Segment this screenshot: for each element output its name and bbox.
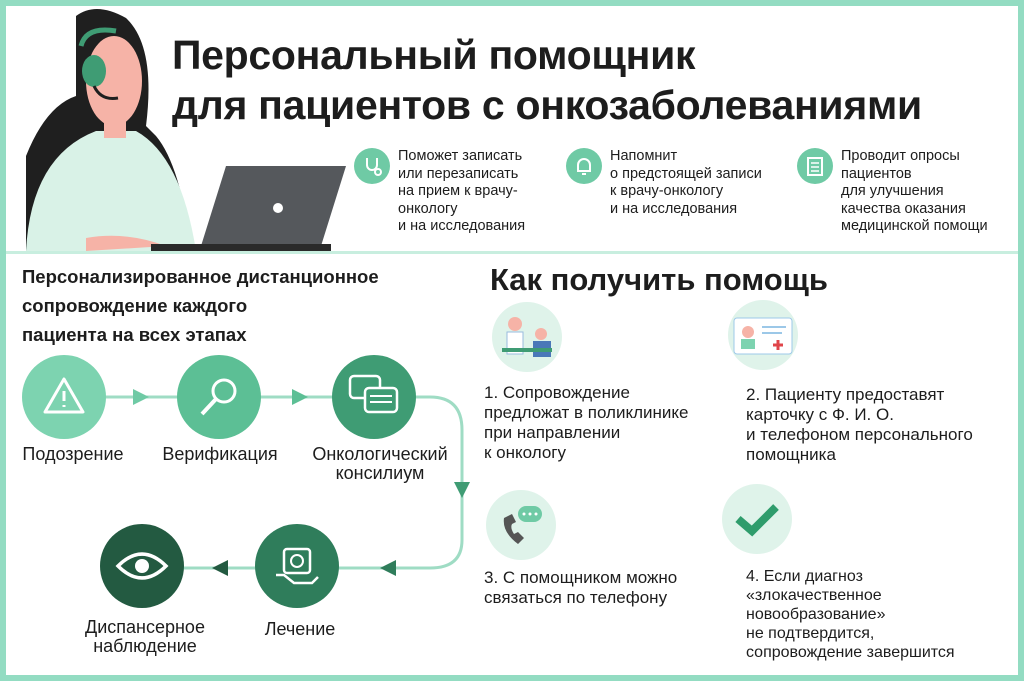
step-suspicion xyxy=(22,355,106,439)
page-title: Персональный помощник для пациентов с он… xyxy=(172,30,922,130)
id-card-icon xyxy=(728,300,798,370)
step-label: Подозрение xyxy=(22,444,124,464)
feature-text: Напомнит о предстоящей записи к врачу-он… xyxy=(610,148,762,217)
howto-step-4: 4. Если диагноз «злокачественное новообр… xyxy=(746,568,955,661)
title-line-2: для пациентов с онкозаболеваниями xyxy=(172,82,922,128)
step-label: Верификация xyxy=(162,444,278,464)
howto-step-2: 2. Пациенту предоставят карточку с Ф. И.… xyxy=(746,385,973,464)
feature-text: Поможет записать или перезаписать на при… xyxy=(398,148,526,234)
checkmark-icon xyxy=(722,484,792,554)
feature-appointment: Поможет записать или перезаписать на при… xyxy=(354,148,525,236)
section-subtitle: Персонализированное дистанционное сопров… xyxy=(22,266,379,345)
feature-reminder: Напомнит о предстоящей записи к врачу-он… xyxy=(566,148,762,218)
section-divider xyxy=(6,251,1018,254)
howto-title: Как получить помощь xyxy=(490,262,828,297)
phone-icon xyxy=(486,490,556,560)
clipboard-icon xyxy=(797,148,833,184)
howto-step-3: 3. С помощником можно связаться по телеф… xyxy=(484,568,678,607)
step-label: Онкологический консилиум xyxy=(312,444,448,483)
flow-connector xyxy=(100,389,470,576)
feature-text: Проводит опросы пациентов для улучшения … xyxy=(841,148,988,234)
step-council xyxy=(332,355,416,439)
step-observation xyxy=(100,524,184,608)
feature-surveys: Проводит опросы пациентов для улучшения … xyxy=(797,148,988,236)
howto-step-1: 1. Сопровождение предложат в поликлинике… xyxy=(484,383,689,462)
step-treatment xyxy=(255,524,339,608)
bell-icon xyxy=(566,148,602,184)
title-line-1: Персональный помощник xyxy=(172,32,696,78)
doctor-patient-icon xyxy=(492,302,562,372)
step-label: Диспансерное наблюдение xyxy=(85,617,205,656)
magnifier-icon xyxy=(200,378,237,416)
step-verification xyxy=(177,355,261,439)
step-label: Лечение xyxy=(264,619,336,639)
stethoscope-icon xyxy=(354,148,390,184)
medical-kit-icon xyxy=(276,547,319,585)
chat-bubbles-icon xyxy=(348,374,399,414)
operator-illustration xyxy=(26,8,346,251)
eye-icon xyxy=(115,552,169,580)
warning-icon xyxy=(43,377,85,414)
